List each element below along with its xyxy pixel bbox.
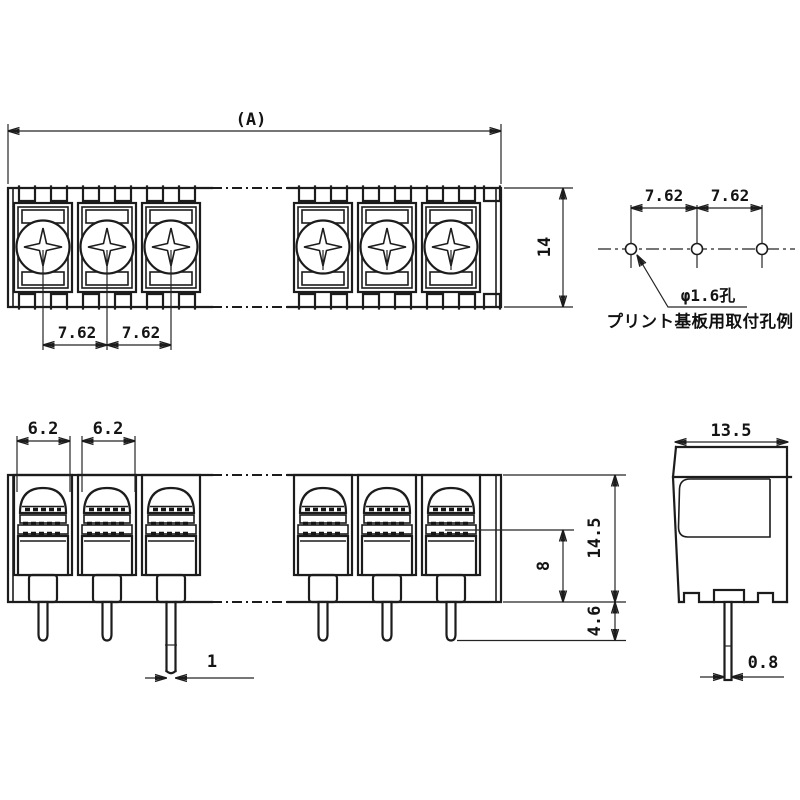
dim-side-width-label: 13.5 [711,421,752,441]
dim-pitch-label: 7.62 [58,323,97,342]
solder-pin [101,600,113,642]
dim-opening-label: 6.2 [28,419,59,439]
dim-body-height-label: 14.5 [585,518,605,559]
top-view: (A) 14 7.62 7.62 [6,110,573,350]
mounting-hole [690,204,704,269]
dim-clamp-height-label: 8 [534,561,554,571]
dim-pin-width-label: 1 [207,652,217,672]
wire-recess [677,478,771,538]
pcb-hole-diagram: 7.62 7.62 φ1.6孔 プリント基板用取付孔例 [598,186,795,331]
dim-pitch-label: 7.62 [122,323,161,342]
terminal-cell [422,187,480,309]
side-body-outline [674,445,789,604]
dim-pin-thickness-label: 0.8 [748,653,779,673]
front-view: 1 6.2 6.2 8 14.5 4.6 [6,419,626,678]
front-cell [76,473,138,604]
front-cell [356,473,418,604]
mounting-hole [755,204,769,269]
terminal-cell [358,187,416,309]
hole-diameter-label: φ1.6孔 [681,286,736,305]
solder-pin [317,600,329,642]
dim-opening-label: 6.2 [93,419,124,439]
top-view-body-left-outline [6,186,214,309]
dim-pin-length-label: 4.6 [585,606,605,637]
front-cell [420,473,482,604]
mounting-pedestal [712,588,746,604]
solder-pin [37,600,49,642]
leader-line [637,255,747,308]
terminal-cell [294,187,352,309]
dim-hole-pitch-label: 7.62 [645,186,684,205]
solder-pin [381,600,393,642]
front-cell [140,473,202,604]
dim-hole-pitch-label: 7.62 [711,186,750,205]
dim-overall-width-label: (A) [236,110,267,130]
front-cell [292,473,354,604]
side-view: 13.5 0.8 [671,421,793,682]
pcb-hole-caption: プリント基板用取付孔例 [607,311,794,331]
side-bottom-edge [677,591,789,604]
side-solder-pin [723,600,733,682]
solder-pin-dimensioned: 1 [145,600,254,678]
front-cell [12,473,74,604]
dim-depth-label: 14 [535,237,555,257]
mounting-hole [624,204,638,269]
solder-pin [445,600,457,642]
